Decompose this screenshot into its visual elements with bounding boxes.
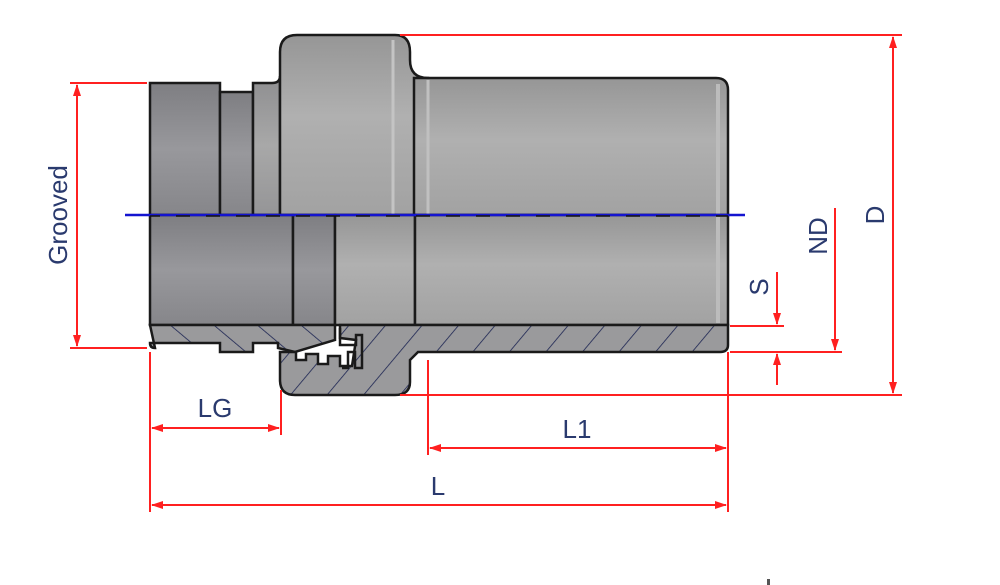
flange-section — [278, 33, 430, 217]
dimension-labels: Grooved D ND S LG L1 L — [43, 165, 890, 501]
l-label: L — [431, 471, 445, 501]
bore-main — [413, 213, 730, 327]
grooved-label: Grooved — [43, 165, 73, 265]
dimension-lines — [70, 34, 902, 512]
centerline — [125, 213, 745, 217]
section-left-wall — [148, 323, 337, 354]
step-section — [251, 75, 282, 217]
grooved-end-section — [148, 81, 222, 217]
bore-socket — [333, 213, 417, 327]
main-body-section — [412, 76, 730, 217]
seal-detail — [338, 328, 364, 370]
stray-mark — [767, 579, 770, 585]
l1-label: L1 — [563, 414, 592, 444]
section-flange — [278, 323, 730, 397]
bore-left — [148, 213, 295, 327]
fitting-body — [148, 33, 730, 217]
s-label: S — [744, 278, 774, 295]
groove-section — [218, 90, 255, 217]
cross-section — [148, 323, 730, 397]
d-label: D — [860, 206, 890, 225]
fitting-bore — [148, 213, 730, 327]
nd-label: ND — [803, 217, 833, 255]
lg-label: LG — [198, 393, 233, 423]
bore-ring — [291, 213, 337, 327]
